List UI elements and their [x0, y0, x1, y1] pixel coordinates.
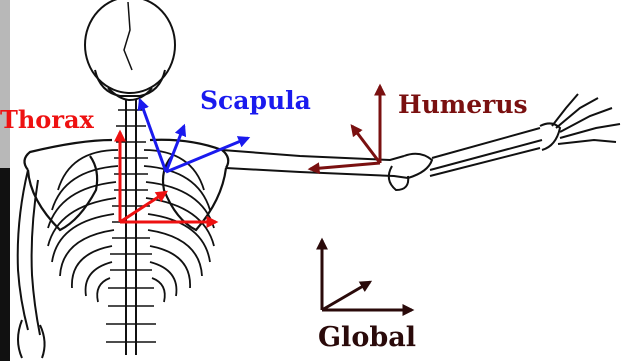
thorax-frame — [120, 132, 216, 222]
ribs-left — [48, 150, 118, 302]
spine — [106, 100, 156, 355]
scapula-label: Scapula — [200, 88, 311, 113]
thorax-label: Thorax — [0, 108, 94, 132]
skull — [85, 0, 175, 100]
global-frame — [322, 240, 412, 310]
global-label: Global — [318, 324, 416, 351]
humerus-label: Humerus — [398, 92, 528, 117]
left-arm — [18, 170, 45, 358]
ribs-right — [144, 150, 214, 302]
